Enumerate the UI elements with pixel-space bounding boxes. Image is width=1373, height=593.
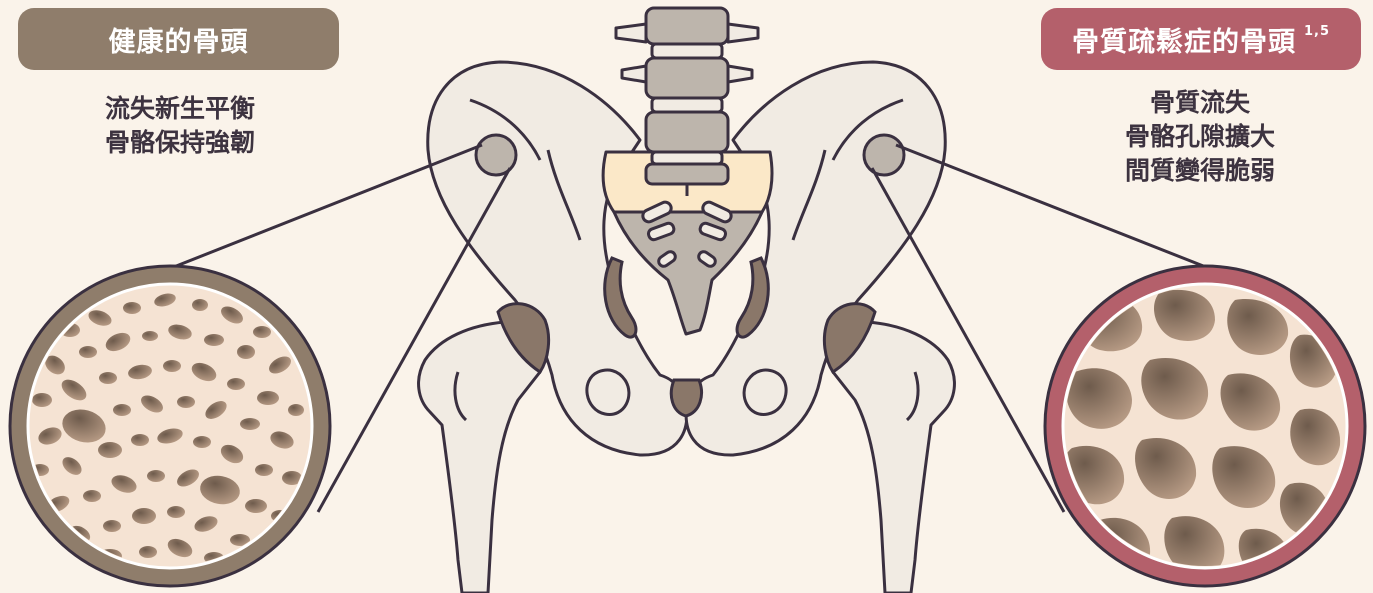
osteoporosis-bone-magnifier bbox=[1045, 266, 1365, 586]
healthy-bone-magnifier bbox=[10, 266, 330, 586]
